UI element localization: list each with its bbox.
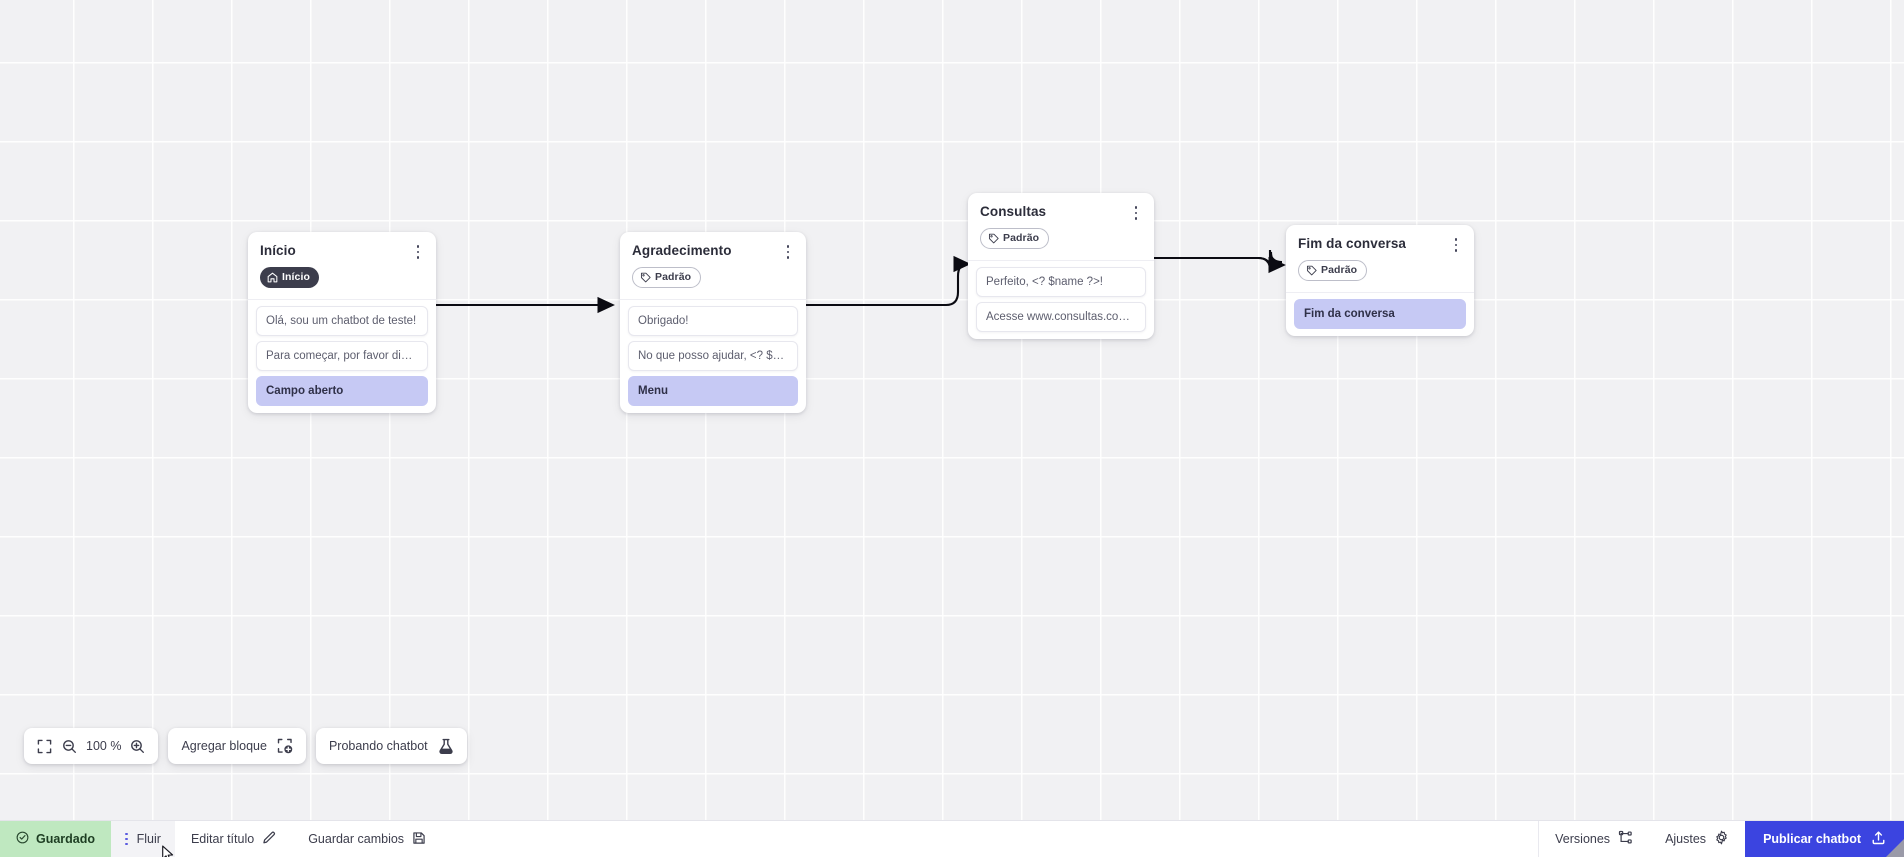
node-header: Consultas: [968, 193, 1154, 220]
flask-icon: [438, 738, 454, 755]
tag-icon: [1306, 265, 1317, 276]
status-badge-saved: Guardado: [0, 821, 112, 857]
node-header: Agradecimento: [620, 232, 806, 259]
zoom-group: 100 %: [62, 739, 145, 754]
node-header: Fim da conversa: [1286, 225, 1474, 252]
node-title: Início: [260, 243, 296, 258]
add-block-button[interactable]: Agregar bloque: [168, 728, 306, 764]
node-menu-icon[interactable]: [1449, 236, 1463, 254]
edit-title-label: Editar título: [190, 832, 255, 846]
vertical-dots-icon[interactable]: [125, 832, 128, 846]
node-divider: [248, 299, 436, 300]
branch-icon: [1618, 830, 1633, 848]
node-badge-label: Padrão: [1003, 232, 1040, 245]
zoom-out-icon[interactable]: [62, 739, 77, 754]
zoom-controls: 100 %: [24, 728, 159, 764]
node-messages: Fim da conversa: [1286, 299, 1474, 329]
node-divider: [620, 299, 806, 300]
flow-node-agradecimento[interactable]: Agradecimento Padrão Obrigado! No que po…: [620, 232, 806, 413]
tag-icon: [988, 233, 999, 244]
tag-icon: [640, 272, 651, 283]
tab-fluir[interactable]: Fluir: [111, 821, 175, 857]
home-icon: [267, 272, 278, 283]
node-menu-icon[interactable]: [411, 243, 425, 261]
node-action[interactable]: Menu: [628, 376, 798, 406]
node-badge-label: Início: [282, 271, 311, 284]
versions-label: Versiones: [1555, 832, 1611, 846]
save-changes-label: Guardar cambios: [308, 832, 405, 846]
gear-icon: [1714, 830, 1729, 848]
test-chatbot-button[interactable]: Probando chatbot: [315, 728, 467, 764]
tab-fluir-label: Fluir: [136, 832, 161, 846]
node-message[interactable]: Acesse www.consultas.com par...: [976, 302, 1146, 332]
edit-title-button[interactable]: Editar título: [175, 821, 292, 857]
flow-node-inicio[interactable]: Início Início Olá, sou um chatbot de tes…: [248, 232, 436, 413]
node-divider: [1286, 292, 1474, 293]
edge-consultas-fim: [1154, 251, 1286, 274]
node-menu-icon[interactable]: [1129, 204, 1143, 222]
node-action[interactable]: Campo aberto: [256, 376, 428, 406]
node-badge-row: Início: [248, 259, 436, 297]
node-messages: Obrigado! No que posso ajudar, <? $name …: [620, 306, 806, 406]
zoom-level: 100 %: [86, 739, 122, 753]
check-circle-icon: [16, 831, 29, 847]
settings-label: Ajustes: [1665, 832, 1707, 846]
flow-node-fim-da-conversa[interactable]: Fim da conversa Padrão Fim da conversa: [1286, 225, 1474, 336]
node-badge-row: Padrão: [1286, 252, 1474, 290]
node-badge-label: Padrão: [655, 271, 692, 284]
save-icon: [412, 831, 426, 848]
node-message[interactable]: No que posso ajudar, <? $name ...: [628, 341, 798, 371]
node-messages: Olá, sou um chatbot de teste! Para começ…: [248, 306, 436, 406]
settings-button[interactable]: Ajustes: [1649, 821, 1745, 857]
status-bar-left: Guardado Fluir Editar título Guardar cam…: [0, 821, 442, 857]
canvas-toolbar: 100 % Agregar bloque Probando chatbot: [24, 728, 467, 764]
bottom-status-bar: Guardado Fluir Editar título Guardar cam…: [0, 820, 1904, 857]
node-divider: [968, 260, 1154, 261]
node-badge-label: Padrão: [1321, 264, 1358, 277]
node-message[interactable]: Para começar, por favor digite o ...: [256, 341, 428, 371]
node-title: Consultas: [980, 204, 1047, 219]
flow-canvas[interactable]: Início Início Olá, sou um chatbot de tes…: [0, 0, 1904, 820]
node-badge-default[interactable]: Padrão: [1298, 260, 1368, 281]
node-menu-icon[interactable]: [781, 243, 795, 261]
node-message[interactable]: Olá, sou um chatbot de teste!: [256, 306, 428, 336]
node-message[interactable]: Perfeito, <? $name ?>!: [976, 267, 1146, 297]
node-title: Agradecimento: [632, 243, 732, 258]
node-action[interactable]: Fim da conversa: [1294, 299, 1466, 329]
zoom-in-icon[interactable]: [130, 739, 145, 754]
node-title: Fim da conversa: [1298, 236, 1407, 251]
node-message[interactable]: Obrigado!: [628, 306, 798, 336]
status-bar-right: Versiones Ajustes Publicar chatbot: [1538, 821, 1904, 857]
fit-screen-icon[interactable]: [37, 739, 52, 754]
node-messages: Perfeito, <? $name ?>! Acesse www.consul…: [968, 267, 1154, 332]
pencil-icon: [262, 831, 276, 848]
saved-label: Guardado: [36, 832, 96, 846]
node-badge-row: Padrão: [968, 220, 1154, 258]
upload-icon: [1871, 830, 1886, 848]
add-block-label: Agregar bloque: [181, 739, 267, 753]
node-badge-start[interactable]: Início: [260, 267, 320, 288]
publish-chatbot-button[interactable]: Publicar chatbot: [1745, 821, 1904, 857]
edge-consultas-fim-a: [1154, 249, 1283, 271]
test-chatbot-label: Probando chatbot: [328, 739, 428, 753]
node-header: Início: [248, 232, 436, 259]
node-badge-row: Padrão: [620, 259, 806, 297]
flow-node-consultas[interactable]: Consultas Padrão Perfeito, <? $name ?>! …: [968, 193, 1154, 339]
publish-label: Publicar chatbot: [1763, 832, 1861, 846]
node-badge-default[interactable]: Padrão: [980, 228, 1050, 249]
add-block-icon: [277, 738, 293, 754]
node-badge-default[interactable]: Padrão: [632, 267, 702, 288]
edge-agradecimento-consultas: [806, 255, 971, 307]
versions-button[interactable]: Versiones: [1539, 821, 1649, 857]
save-changes-button[interactable]: Guardar cambios: [292, 821, 442, 857]
